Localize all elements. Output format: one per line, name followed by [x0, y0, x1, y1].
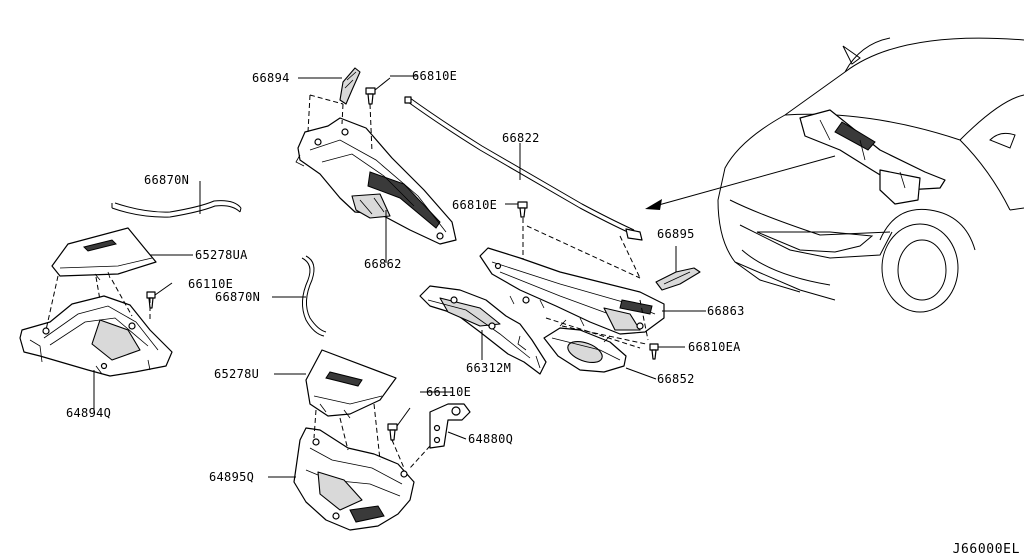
- cowl-panel-66862: [295, 117, 457, 245]
- label-66870n-top: 66870N: [144, 173, 190, 187]
- label-65278ua: 65278UA: [195, 248, 248, 262]
- seal-strip-66870n-upper: [111, 200, 242, 218]
- label-66810e-mid: 66810E: [452, 198, 498, 212]
- seal-66895: [655, 267, 701, 291]
- label-66810ea: 66810EA: [688, 340, 741, 354]
- label-66312m: 66312M: [466, 361, 512, 375]
- clip-66810ea: [649, 343, 659, 360]
- cowl-top-66863: [479, 247, 665, 335]
- clip-66110e-left: [146, 282, 173, 309]
- bracket-64894q: [19, 295, 173, 377]
- label-66862: 66862: [364, 257, 402, 271]
- label-66110e-left: 66110E: [188, 277, 234, 291]
- bracket-64895q: [293, 427, 415, 531]
- label-65278u: 65278U: [214, 367, 260, 381]
- lower-cowl-66852: [543, 319, 627, 373]
- label-66895: 66895: [657, 227, 695, 241]
- leader-lines: [93, 75, 706, 478]
- label-66822: 66822: [502, 131, 540, 145]
- seal-strip-66870n-mid: [301, 255, 327, 337]
- clip-66810e-top: [365, 77, 391, 105]
- vehicle-illustration: [717, 37, 1024, 313]
- diagram-code: J66000EL: [952, 542, 1020, 557]
- label-64895q: 64895Q: [209, 470, 255, 484]
- cover-65278ua: [51, 227, 157, 281]
- label-64894q: 64894Q: [66, 406, 112, 420]
- label-64880q: 64880Q: [468, 432, 514, 446]
- clip-66110e-low: [387, 407, 411, 441]
- cover-65278u: [305, 349, 397, 419]
- clip-66810e-mid: [517, 201, 528, 218]
- seal-66894: [339, 67, 361, 105]
- label-66852: 66852: [657, 372, 695, 386]
- label-66870n-mid: 66870N: [215, 290, 261, 304]
- dash-panel-66312m: [419, 285, 547, 375]
- label-66810e-top: 66810E: [412, 69, 458, 83]
- label-66894: 66894: [252, 71, 290, 85]
- reference-arrow: [645, 155, 836, 210]
- label-66863: 66863: [707, 304, 745, 318]
- bracket-64880q: [429, 403, 471, 449]
- label-66110e-low: 66110E: [426, 385, 472, 399]
- seal-66822: [404, 96, 643, 241]
